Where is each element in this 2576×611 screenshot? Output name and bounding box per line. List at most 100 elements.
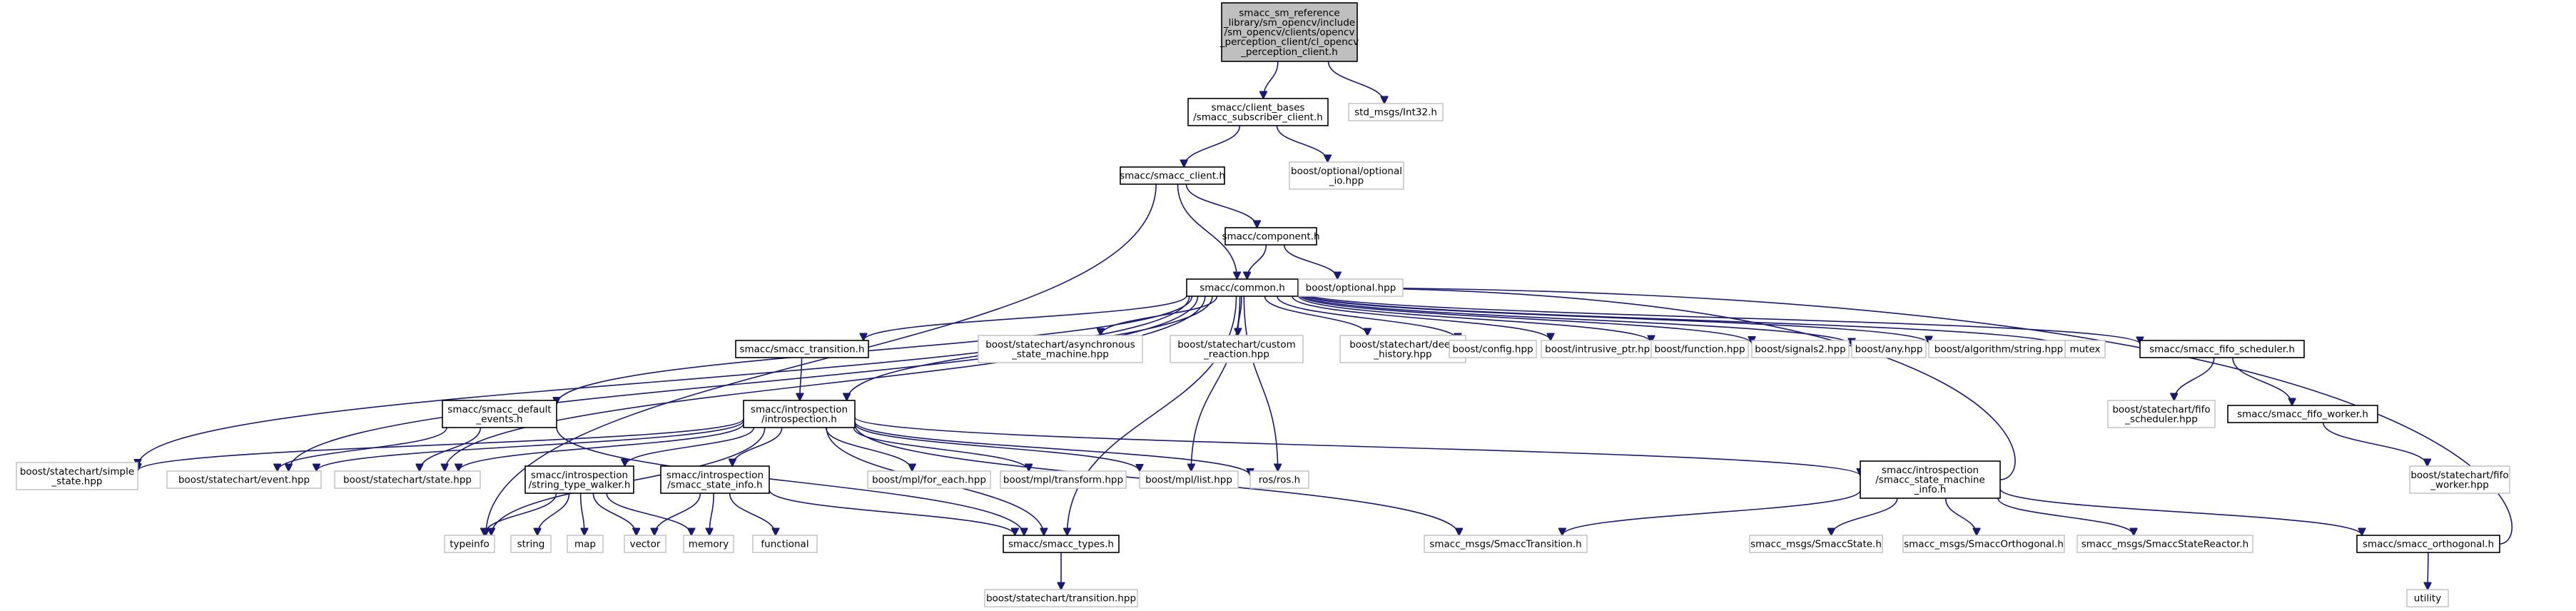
node-box [1339,335,1466,363]
node-smacc-client[interactable]: smacc/smacc_client.h [1120,166,1225,185]
edge-type-walker-to-memory [606,493,691,535]
node-transition-hpp: boost/statechart/transition.hpp [984,589,1138,607]
edge-common-to-event [288,296,1199,471]
node-box [1289,161,1404,190]
node-root: smacc_sm_reference_library/sm_opencv/inc… [1219,2,1359,62]
node-box [2406,589,2449,607]
edge-common-to-async [1100,296,1218,335]
edge-common-to-intrusive [1292,296,1551,340]
node-simple-state: boost/statechart/simple_state.hpp [16,462,138,490]
node-label: smacc/smacc_client.h [1120,171,1225,182]
node-box [166,470,322,489]
node-box [984,589,1138,607]
node-box [1170,335,1304,363]
node-fifo-worker[interactable]: smacc/smacc_fifo_worker.h [2227,405,2378,423]
node-box [524,465,634,494]
edge-type-walker-to-map [579,493,584,535]
node-transition[interactable]: smacc/smacc_transition.h [735,340,869,358]
node-box [1120,166,1225,185]
node-sm-info[interactable]: smacc/introspection/smacc_state_machine_… [1860,460,2001,499]
node-label: smacc/smacc_types.h [1008,539,1114,550]
node-box [1749,535,1883,553]
node-subscriber[interactable]: smacc/client_bases/smacc_subscriber_clie… [1187,98,1329,126]
node-mutex: mutex [2064,340,2106,358]
edge-introspection-to-mpl-transform [853,427,1028,471]
node-introspection[interactable]: smacc/introspection/introspection.h [743,400,856,428]
node-box [743,400,856,428]
node-box [444,535,495,553]
node-box [2227,405,2378,423]
node-label: boost/statechart/simple_state.hpp [20,466,134,488]
edge-common-to-state [445,296,1206,471]
node-label: typeinfo [450,539,489,550]
node-mpl-list: boost/mpl/list.hpp [1139,470,1239,489]
node-smacc-state-reactor-msg: smacc_msgs/SmaccStateReactor.h [2076,535,2253,553]
node-mpl-transform: boost/mpl/transform.hpp [1000,470,1127,489]
node-state: boost/statechart/state.hpp [334,470,481,489]
edge-introspection-to-for-each [825,427,913,471]
node-optional-io: boost/optional/optional_io.hpp [1289,161,1404,190]
node-box [2139,340,2305,358]
node-label: smacc_msgs/SmaccTransition.h [1429,539,1581,550]
node-box [1003,535,1120,553]
node-box [1449,340,1537,358]
node-box [735,340,869,358]
node-int32: std_msgs/Int32.h [1348,103,1444,121]
node-label: smacc/smacc_default_events.h [447,404,551,425]
edge-root-to-subscriber [1263,61,1279,99]
node-fifo-scheduler[interactable]: smacc/smacc_fifo_scheduler.h [2139,340,2305,358]
node-smacc-state-msg: smacc_msgs/SmaccState.h [1749,535,1883,553]
node-common[interactable]: smacc/common.h [1186,278,1299,297]
node-label: boost/statechart/transition.hpp [986,593,1136,605]
node-box [1187,98,1329,126]
node-label: string [517,539,545,550]
node-functional: functional [752,535,818,553]
file-nodes: smacc_sm_reference_library/sm_opencv/inc… [16,2,2510,607]
edge-common-to-fifo-scheduler [1297,291,2140,344]
node-box [660,465,770,494]
node-utility: utility [2406,589,2449,607]
edge-sm-info-to-smacc-transition-msg [1562,490,1861,535]
edge-default-events-to-event [278,427,447,471]
node-orthogonal[interactable]: smacc/smacc_orthogonal.h [2356,535,2500,553]
node-label: smacc/introspection/smacc_state_info.h [666,470,764,491]
node-typeinfo: typeinfo [444,535,495,553]
node-types[interactable]: smacc/smacc_types.h [1003,535,1120,553]
node-optional: boost/optional.hpp [1298,278,1404,297]
node-default-events[interactable]: smacc/smacc_default_events.h [442,400,557,428]
node-label: boost/mpl/transform.hpp [1003,475,1123,486]
edge-common-to-mutex [1297,291,2065,348]
edge-common-to-simple-state [138,296,1190,466]
node-box [1249,470,1309,489]
edge-subscriber-to-smacc-client [1184,125,1241,167]
node-box [1424,535,1588,553]
node-label: map [574,539,596,550]
node-box [1650,340,1749,358]
node-box [1751,340,1850,358]
node-label: smacc/client_bases/smacc_subscriber_clie… [1193,102,1323,123]
node-label: boost/statechart/event.hpp [178,475,310,486]
node-label: boost/config.hpp [1452,344,1533,355]
node-label: boost/statechart/fifo_scheduler.hpp [2112,404,2210,425]
edge-type-walker-to-typeinfo [485,493,557,535]
node-component[interactable]: smacc/component.h [1222,227,1320,246]
node-label: smacc/smacc_transition.h [739,344,864,355]
node-for-each: boost/mpl/for_each.hpp [867,470,991,489]
node-label: boost/statechart/fifo_worker.hpp [2410,470,2508,491]
node-state-info[interactable]: smacc/introspection/smacc_state_info.h [660,465,770,494]
node-box [1139,470,1239,489]
node-smacc-transition-msg: smacc_msgs/SmaccTransition.h [1424,535,1588,553]
node-label: smacc/common.h [1200,283,1285,294]
edge-subscriber-to-optional-io [1276,125,1327,162]
node-box [2356,535,2500,553]
node-box [1298,278,1404,297]
edge-type-walker-to-vector [592,493,636,535]
node-ros: ros/ros.h [1249,470,1309,489]
edge-sm-info-to-orthogonal [1999,488,2362,535]
edge-component-to-common [1247,244,1267,279]
dependency-edges [138,61,2513,590]
node-function: boost/function.hpp [1650,340,1749,358]
node-type-walker[interactable]: smacc/introspection/string_type_walker.h [524,465,634,494]
node-memory: memory [683,535,734,553]
node-box [567,535,604,553]
